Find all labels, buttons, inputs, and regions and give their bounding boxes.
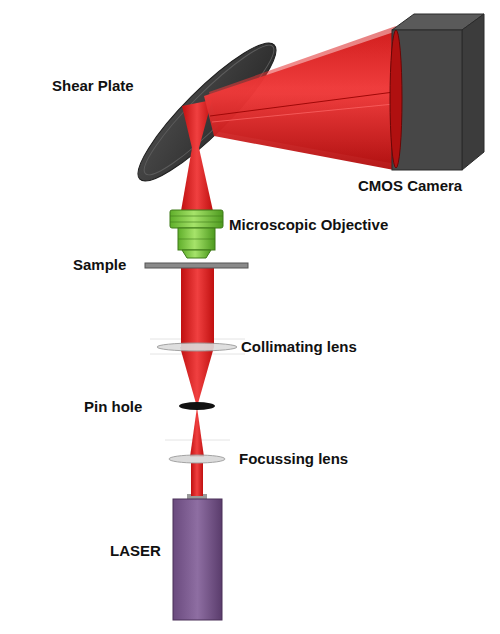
part-label: CMOS Camera — [358, 177, 462, 195]
pinhole-plate — [179, 402, 215, 410]
part-label: LASER — [110, 542, 161, 560]
objective-beam — [181, 148, 213, 211]
part-label: Microscopic Objective — [229, 216, 388, 234]
converging-beam — [190, 407, 204, 457]
shear-overlap-line — [212, 104, 394, 122]
collimating-lens — [157, 343, 237, 351]
diverging-beam — [180, 347, 214, 407]
part-label: Focussing lens — [239, 450, 348, 468]
camera-sensor-window — [390, 30, 402, 168]
focusing-lens — [169, 455, 225, 463]
laser-beam — [191, 463, 203, 496]
part-label: Sample — [73, 256, 126, 274]
objective-body — [178, 228, 215, 250]
camera-side — [462, 14, 484, 170]
objective-barrel — [170, 210, 223, 228]
laser-body — [173, 499, 222, 620]
sheared-beam — [209, 26, 396, 164]
collimated-beam — [181, 268, 214, 347]
shear-overlap-line — [210, 92, 394, 116]
objective-rings — [170, 216, 223, 239]
part-label: Shear Plate — [52, 77, 134, 95]
objective-tip — [182, 250, 211, 258]
part-label: Collimating lens — [241, 338, 357, 356]
sample-slide — [145, 263, 248, 268]
part-label: Pin hole — [84, 398, 142, 416]
camera-front — [392, 30, 462, 170]
